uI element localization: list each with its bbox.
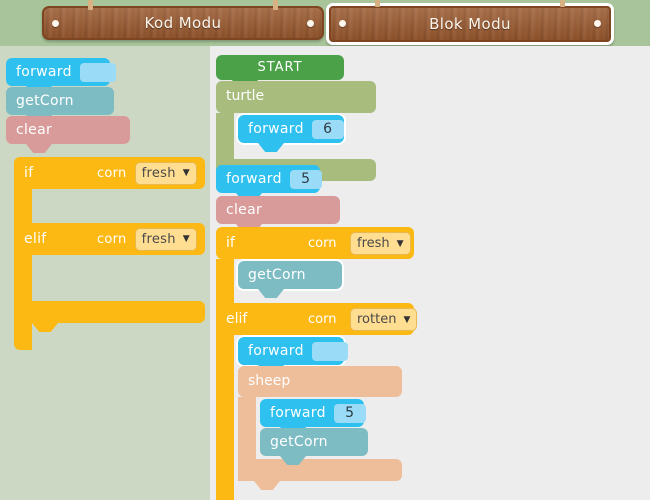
block-elif-condition-value: rotten bbox=[357, 312, 397, 327]
palette-block-clear[interactable]: clear bbox=[6, 116, 130, 144]
palette-elif-header[interactable]: elif corn fresh ▼ bbox=[14, 223, 205, 255]
block-start[interactable]: START bbox=[216, 55, 344, 80]
block-start-label: START bbox=[257, 60, 303, 75]
block-sheep-label: sheep bbox=[248, 373, 291, 389]
block-elif-condition-label: corn bbox=[308, 312, 337, 327]
block-notch bbox=[280, 456, 306, 465]
forward-value-input[interactable]: 5 bbox=[333, 403, 366, 423]
block-forward-label: forward bbox=[248, 121, 304, 137]
palette-elif-label: elif bbox=[24, 231, 47, 247]
block-sheep-spine bbox=[238, 397, 256, 459]
block-sheep-footer bbox=[238, 459, 402, 481]
palette-if-condition-dropdown[interactable]: fresh ▼ bbox=[134, 161, 197, 185]
nail-icon bbox=[52, 20, 59, 27]
block-notch bbox=[32, 323, 58, 332]
forward-value-input[interactable]: 6 bbox=[311, 119, 344, 139]
forward-value-input[interactable] bbox=[311, 341, 348, 361]
palette-if-header[interactable]: if corn fresh ▼ bbox=[14, 157, 205, 189]
palette-if-condition-label: corn bbox=[96, 165, 127, 181]
block-notch bbox=[258, 143, 284, 152]
block-getcorn-in-sheep[interactable]: getCorn bbox=[260, 428, 368, 456]
peg-icon bbox=[88, 0, 93, 10]
block-forward-in-elif[interactable]: forward bbox=[238, 337, 348, 365]
block-if-condition-dropdown[interactable]: fresh ▼ bbox=[350, 232, 411, 255]
peg-icon bbox=[375, 0, 380, 7]
block-turtle-label: turtle bbox=[226, 88, 265, 104]
block-elif-label: elif bbox=[226, 311, 248, 327]
block-forward-label: forward bbox=[226, 171, 282, 187]
nail-icon bbox=[594, 20, 601, 27]
block-turtle-header[interactable] bbox=[216, 81, 376, 113]
palette-block-forward[interactable]: forward bbox=[6, 58, 116, 86]
nail-icon bbox=[307, 20, 314, 27]
block-if-spine bbox=[216, 259, 234, 303]
palette-block-if-elif[interactable]: if corn fresh ▼ elif corn fresh ▼ bbox=[14, 157, 205, 356]
peg-icon bbox=[273, 0, 278, 10]
block-if-condition-label: corn bbox=[308, 236, 337, 251]
block-forward-in-sheep[interactable]: forward 5 bbox=[260, 399, 366, 427]
forward-value-input[interactable]: 5 bbox=[289, 169, 322, 189]
block-sheep-header[interactable] bbox=[238, 366, 402, 397]
nail-icon bbox=[339, 20, 346, 27]
block-forward-label: forward bbox=[248, 343, 304, 359]
palette-if-condition-value: fresh bbox=[141, 165, 176, 181]
palette-block-getcorn-label: getCorn bbox=[16, 93, 74, 109]
if-block-footer bbox=[14, 301, 205, 323]
block-getcorn-label: getCorn bbox=[248, 267, 306, 283]
block-clear[interactable]: clear bbox=[216, 196, 340, 224]
chevron-down-icon: ▼ bbox=[182, 234, 190, 244]
block-elif-spine bbox=[216, 335, 234, 500]
elif-body-slot-empty[interactable] bbox=[32, 255, 205, 301]
block-sheep[interactable]: sheep forward 5 getCorn bbox=[238, 366, 402, 492]
block-if-elif[interactable]: if corn fresh ▼ getCorn elif corn rotten… bbox=[216, 227, 420, 500]
block-turtle[interactable]: turtle forward 6 bbox=[216, 81, 376, 206]
block-clear-label: clear bbox=[226, 202, 263, 218]
tab-kod-modu-label: Kod Modu bbox=[144, 14, 222, 32]
if-body-slot-empty[interactable] bbox=[32, 189, 205, 223]
block-if-condition-value: fresh bbox=[357, 236, 390, 251]
tab-blok-modu-label: Blok Modu bbox=[429, 15, 511, 33]
palette-block-clear-label: clear bbox=[16, 122, 53, 138]
palette-elif-condition-label: corn bbox=[96, 231, 127, 247]
program-workspace[interactable]: START turtle forward 6 forward 5 clear i… bbox=[210, 46, 650, 500]
mode-tab-bar: Kod Modu Blok Modu bbox=[0, 0, 650, 48]
block-getcorn-in-if[interactable]: getCorn bbox=[238, 261, 342, 289]
chevron-down-icon: ▼ bbox=[403, 314, 411, 325]
block-forward-top[interactable]: forward 5 bbox=[216, 165, 322, 193]
block-notch bbox=[26, 144, 52, 153]
palette-block-getcorn[interactable]: getCorn bbox=[6, 87, 114, 115]
block-elif-condition-dropdown[interactable]: rotten ▼ bbox=[350, 308, 418, 331]
block-if-label: if bbox=[226, 235, 235, 251]
block-forward-label: forward bbox=[270, 405, 326, 421]
chevron-down-icon: ▼ bbox=[396, 238, 404, 249]
block-notch bbox=[258, 289, 284, 298]
palette-elif-condition-dropdown[interactable]: fresh ▼ bbox=[134, 227, 197, 251]
tab-blok-modu[interactable]: Blok Modu bbox=[326, 0, 614, 45]
block-turtle-spine bbox=[216, 113, 234, 159]
palette-elif-condition-value: fresh bbox=[141, 231, 176, 247]
palette-if-label: if bbox=[24, 165, 34, 181]
forward-value-input[interactable] bbox=[79, 62, 116, 82]
block-forward-nested-turtle[interactable]: forward 6 bbox=[238, 115, 344, 143]
block-getcorn-label: getCorn bbox=[270, 434, 328, 450]
chevron-down-icon: ▼ bbox=[182, 168, 190, 178]
block-palette: forward getCorn clear if corn fresh ▼ el… bbox=[0, 46, 210, 500]
block-notch bbox=[254, 481, 280, 490]
tab-kod-modu[interactable]: Kod Modu bbox=[42, 0, 324, 40]
peg-icon bbox=[560, 0, 565, 7]
palette-block-forward-label: forward bbox=[16, 64, 72, 80]
